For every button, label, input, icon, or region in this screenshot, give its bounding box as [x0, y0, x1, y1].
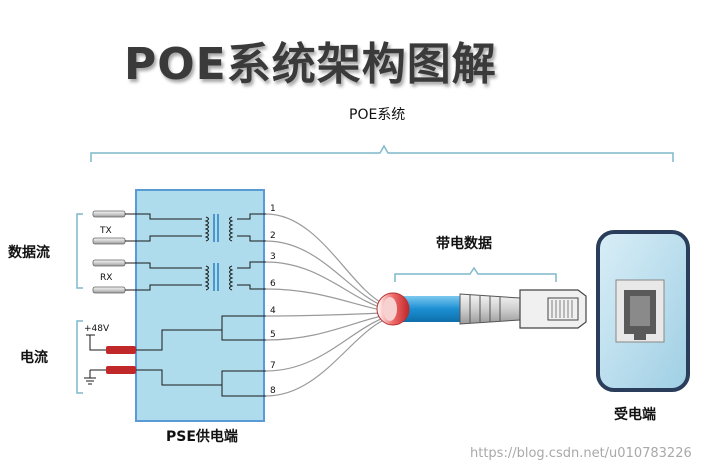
pin-label: 5 — [270, 330, 276, 340]
tx-terminal-1 — [92, 210, 126, 218]
rx-terminal-2 — [92, 286, 126, 294]
watermark: https://blog.csdn.net/u010783226 — [470, 446, 692, 461]
rx-terminal-1 — [92, 259, 126, 267]
pin-label: 7 — [270, 361, 276, 371]
pin-label: 3 — [270, 252, 276, 262]
data-flow-brace — [76, 213, 83, 289]
rx-label: RX — [100, 273, 112, 283]
pin-label: 1 — [270, 204, 276, 214]
power-terminal-ground — [106, 366, 136, 374]
power-flow-brace — [76, 320, 83, 394]
data-flow-label: 数据流 — [8, 245, 50, 261]
cable-label: 带电数据 — [436, 236, 492, 252]
pin-label: 2 — [270, 231, 276, 241]
pd-label: 受电端 — [614, 407, 656, 423]
pse-box — [135, 189, 265, 422]
fanout-wires — [265, 213, 387, 397]
transformer-rx — [204, 263, 234, 291]
cable-brace — [394, 266, 557, 282]
pin-label: 8 — [270, 386, 276, 396]
tx-terminal-2 — [92, 237, 126, 245]
tx-label: TX — [99, 226, 112, 236]
system-brace — [90, 144, 674, 162]
page-title: POE系统架构图解 — [124, 39, 497, 90]
pse-label: PSE供电端 — [166, 429, 238, 445]
cable-body — [393, 296, 473, 322]
power-terminal-positive — [106, 346, 136, 354]
voltage-label: +48V — [84, 324, 110, 334]
pin-label: 4 — [270, 306, 276, 316]
rj45-plug — [519, 289, 587, 329]
pin-label: 6 — [270, 279, 276, 289]
power-flow-label: 电流 — [20, 350, 48, 366]
poe-system-label: POE系统 — [349, 107, 406, 123]
transformer-tx — [204, 214, 234, 242]
